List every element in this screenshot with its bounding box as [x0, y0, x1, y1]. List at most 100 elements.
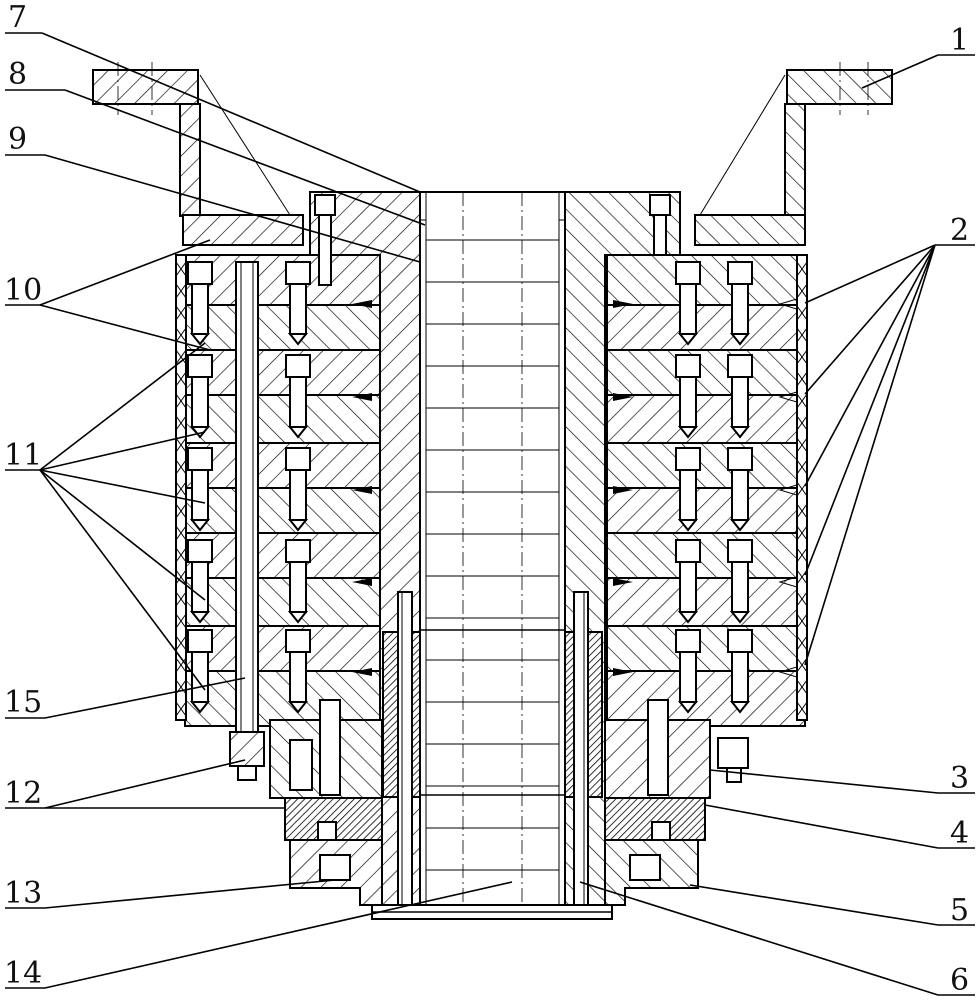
edge-x-mark	[796, 525, 808, 541]
edge-x-mark	[175, 635, 187, 651]
bolt-shank-left	[289, 469, 307, 521]
disk-plate-right	[606, 532, 806, 579]
bolt-shank-right	[731, 376, 749, 428]
bolt-shank-left	[191, 561, 209, 613]
disk-plate-left	[184, 254, 381, 306]
edge-x-mark	[175, 481, 187, 497]
disk-plate-left	[184, 304, 381, 351]
edge-x-mark	[175, 327, 187, 343]
bolt-head-left	[187, 539, 213, 563]
edge-x-mark	[175, 261, 187, 277]
stud-left	[397, 591, 413, 913]
bolt-tip-right	[729, 333, 751, 346]
edge-x-mark	[796, 415, 808, 431]
bolt-shank-right	[679, 469, 697, 521]
edge-x-mark	[796, 635, 808, 651]
nozzle-right	[613, 393, 633, 401]
edge-x-mark	[175, 525, 187, 541]
bolt-head-left	[187, 447, 213, 471]
leader-lines	[5, 32, 975, 996]
nozzle-right	[613, 486, 633, 494]
edge-x-mark	[796, 459, 808, 475]
disk-stack-left	[184, 194, 671, 727]
bolt-tip-right	[729, 701, 751, 714]
bolt-shank-left	[289, 561, 307, 613]
disk-plate-right	[606, 349, 806, 396]
edge-x-mark	[796, 437, 808, 453]
label-10: 10	[4, 273, 42, 308]
edge-x-mark	[175, 547, 187, 563]
bolt-head-left	[187, 261, 213, 285]
bolt-head-left	[187, 354, 213, 378]
bolt-head-right	[727, 447, 753, 471]
label-9: 9	[8, 122, 27, 157]
bolt-head-right	[675, 539, 701, 563]
label-11: 11	[4, 438, 42, 473]
gland-left	[269, 699, 383, 799]
disk-plate-left	[184, 442, 381, 489]
bolt-tip-right	[729, 519, 751, 532]
top-plate-left	[182, 214, 304, 246]
edge-x-mark	[175, 437, 187, 453]
bolt-tip-right	[677, 611, 699, 624]
nozzle-right	[613, 578, 633, 586]
disk-plate-left	[184, 577, 381, 627]
bolt-shank-right	[731, 651, 749, 703]
bolt-shank-left	[191, 283, 209, 335]
nozzle-left	[352, 393, 372, 401]
base-ring-left	[284, 797, 383, 843]
label-2: 2	[950, 213, 969, 248]
disk-plate-left	[184, 349, 381, 396]
edge-x-mark	[796, 305, 808, 321]
top-bolt-head	[649, 194, 671, 216]
bolt-shank-right	[731, 561, 749, 613]
label-5: 5	[950, 893, 969, 928]
nozzle-left	[352, 668, 372, 676]
edge-strip-left	[175, 254, 187, 721]
edge-x-mark	[796, 371, 808, 387]
bolt-head-right	[675, 447, 701, 471]
bolt-tip-right	[677, 333, 699, 346]
label-1: 1	[950, 23, 969, 58]
edge-x-mark	[796, 261, 808, 277]
disk-plate-right	[606, 442, 806, 489]
label-12: 12	[4, 776, 42, 811]
bolt-head-left	[285, 261, 311, 285]
bolt-tip-right	[677, 519, 699, 532]
bolt-head-left	[187, 629, 213, 653]
nozzle-left	[352, 300, 372, 308]
bolt-head-right	[675, 629, 701, 653]
edge-x-mark	[796, 613, 808, 629]
nozzle-left	[352, 486, 372, 494]
disk-stack-right	[606, 254, 806, 727]
top-plate-right	[694, 214, 806, 246]
disk-plate-right	[606, 625, 806, 672]
label-6: 6	[950, 963, 969, 998]
bolt-tip-left	[287, 701, 309, 714]
edge-x-mark	[175, 701, 187, 717]
bolt-head-left	[285, 539, 311, 563]
stud-right	[573, 591, 589, 913]
bolt-shank-right	[679, 283, 697, 335]
edge-x-mark	[796, 657, 808, 673]
bolt-shank-right	[679, 376, 697, 428]
bore	[419, 191, 566, 918]
right-bracket	[699, 62, 893, 217]
disk-plate-right	[606, 487, 806, 534]
bolt-tip-left	[189, 701, 211, 714]
label-13: 13	[4, 876, 42, 911]
nozzle-left	[352, 578, 372, 586]
disk-plate-right	[606, 304, 806, 351]
edge-x-mark	[175, 283, 187, 299]
bolt-head-right	[727, 629, 753, 653]
disk-plate-right	[606, 394, 806, 444]
bolt-head-right	[727, 354, 753, 378]
bolt-tip-left	[287, 611, 309, 624]
edge-x-mark	[796, 349, 808, 365]
disk-plate-left	[184, 532, 381, 579]
bolt-head-right	[727, 261, 753, 285]
disk-plate-left	[184, 394, 381, 444]
bolt-head-right	[675, 261, 701, 285]
edge-x-mark	[796, 327, 808, 343]
